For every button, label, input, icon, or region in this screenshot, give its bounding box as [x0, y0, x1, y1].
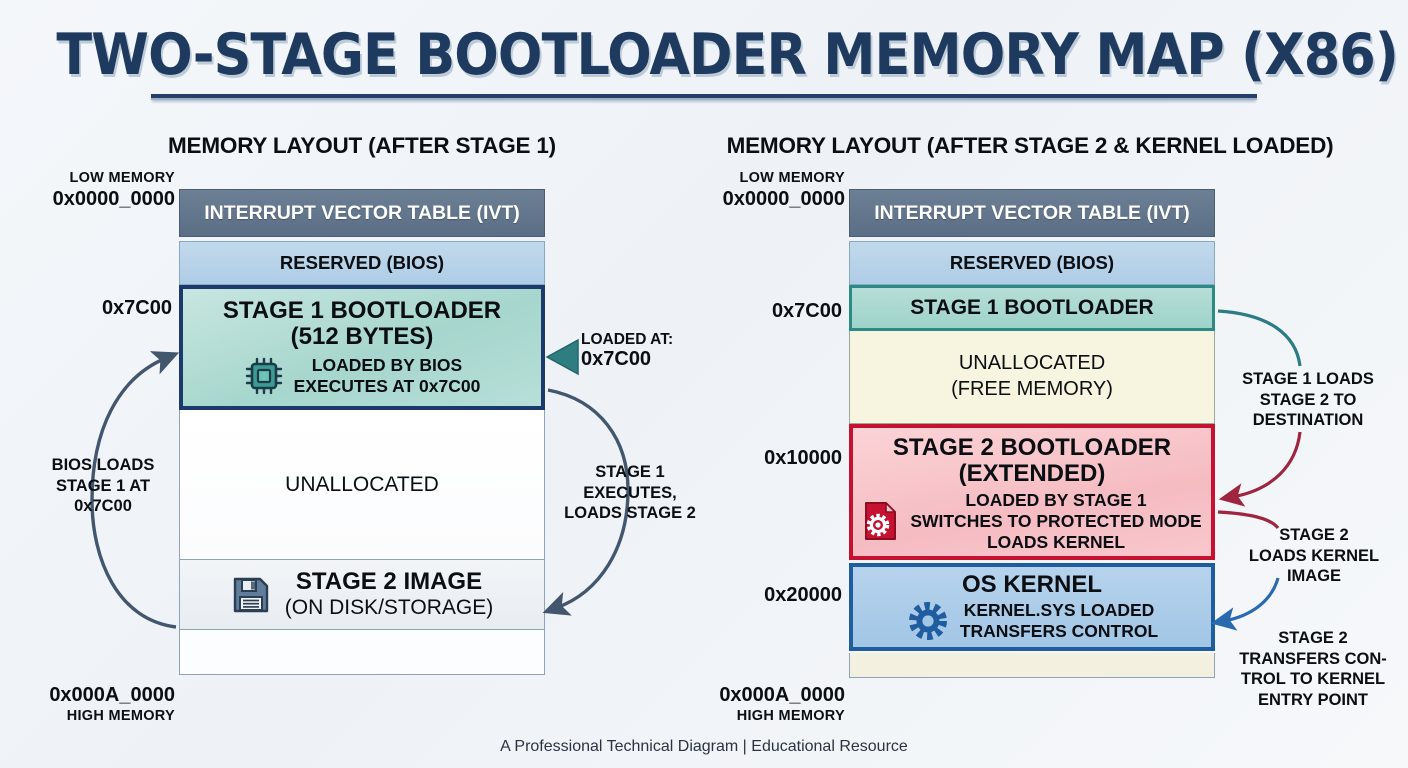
- left-memory-map: INTERRUPT VECTOR TABLE (IVT) RESERVED (B…: [179, 189, 545, 675]
- right-stage2-title: STAGE 2 BOOTLOADER: [892, 434, 1172, 461]
- right-block-kernel[interactable]: OS KERNEL KERNEL.SYS LOADED TRANSFERS CO…: [849, 563, 1215, 651]
- left-panel-heading: MEMORY LAYOUT (AFTER STAGE 1): [168, 133, 556, 158]
- left-stage1-detail-2: EXECUTES AT 0x7C00: [293, 375, 481, 396]
- left-stage1-address: 0x7C00: [101, 297, 172, 319]
- left-block-ivt-label: INTERRUPT VECTOR TABLE (IVT): [204, 201, 520, 224]
- left-stage2-image-subtitle: (ON DISK/STORAGE): [284, 595, 494, 619]
- right-block-ivt[interactable]: INTERRUPT VECTOR TABLE (IVT): [849, 189, 1215, 237]
- right-block-reserved-label: RESERVED (BIOS): [949, 252, 1115, 273]
- left-unallocated-label: UNALLOCATED: [285, 472, 439, 496]
- left-stage1-title: STAGE 1 BOOTLOADER: [222, 297, 502, 324]
- annotation-stage2-transfers-control: STAGE 2 TRANSFERS CON- TROL TO KERNEL EN…: [1239, 629, 1387, 709]
- right-block-stage1[interactable]: STAGE 1 BOOTLOADER: [849, 285, 1215, 331]
- right-block-unallocated[interactable]: UNALLOCATED (FREE MEMORY): [849, 331, 1215, 424]
- right-stage2-address: 0x10000: [764, 447, 842, 469]
- left-block-stage1[interactable]: STAGE 1 BOOTLOADER (512 BYTES) LOADED BY…: [179, 285, 545, 410]
- annotation-loaded-at-value: 0x7C00: [581, 348, 652, 370]
- right-stage2-detail-2: SWITCHES TO PROTECTED MODE: [910, 510, 1202, 531]
- left-block-tail: [179, 630, 545, 675]
- right-kernel-detail-1: KERNEL.SYS LOADED: [963, 600, 1155, 621]
- right-kernel-address: 0x20000: [764, 584, 842, 606]
- right-block-reserved[interactable]: RESERVED (BIOS): [849, 241, 1215, 285]
- left-low-memory-caption: LOW MEMORY: [69, 170, 175, 186]
- title-underline: [151, 93, 1257, 100]
- arrow-stage1-loads-stage2: [1217, 309, 1302, 367]
- left-block-reserved-label: RESERVED (BIOS): [279, 252, 445, 273]
- right-block-ivt-label: INTERRUPT VECTOR TABLE (IVT): [874, 201, 1190, 224]
- right-stage2-detail-3: LOADS KERNEL: [986, 531, 1126, 552]
- right-block-tail: [849, 653, 1215, 678]
- annotation-stage1-loads-stage2: STAGE 1 LOADS STAGE 2 TO DESTINATION: [1242, 370, 1374, 430]
- cpu-chip-icon: [244, 356, 284, 396]
- left-block-stage2-image[interactable]: STAGE 2 IMAGE (ON DISK/STORAGE): [179, 560, 545, 630]
- file-gear-icon: [862, 500, 900, 542]
- left-stage1-detail-1: LOADED BY BIOS: [311, 354, 463, 375]
- right-block-stage2[interactable]: STAGE 2 BOOTLOADER (EXTENDED) LOADED BY …: [849, 424, 1215, 560]
- right-stage2-detail-1: LOADED BY STAGE 1: [965, 489, 1147, 510]
- right-kernel-title: OS KERNEL: [961, 571, 1102, 598]
- left-low-memory-address: 0x0000_0000: [52, 188, 175, 210]
- left-stage2-image-title: STAGE 2 IMAGE: [295, 568, 483, 596]
- left-high-memory-address: 0x000A_0000: [49, 684, 175, 706]
- arrow-into-stage2: [1218, 431, 1302, 507]
- left-block-ivt[interactable]: INTERRUPT VECTOR TABLE (IVT): [179, 189, 545, 237]
- right-high-memory-caption: HIGH MEMORY: [736, 708, 845, 724]
- right-stage1-label: STAGE 1 BOOTLOADER: [910, 296, 1154, 319]
- gear-icon: [906, 599, 950, 643]
- right-high-memory-address: 0x000A_0000: [719, 684, 845, 706]
- page-title: TWO-STAGE BOOTLOADER MEMORY MAP (X86): [56, 22, 1398, 88]
- right-stage2-subtitle: (EXTENDED): [958, 460, 1106, 488]
- right-kernel-detail-2: TRANSFERS CONTROL: [959, 621, 1159, 642]
- floppy-disk-icon: [231, 575, 271, 615]
- annotation-loaded-at-label: LOADED AT:: [581, 331, 674, 348]
- right-unallocated-subtitle: (FREE MEMORY): [951, 378, 1113, 400]
- right-stage1-address: 0x7C00: [771, 300, 842, 322]
- loaded-at-marker-icon: [545, 338, 579, 376]
- annotation-stage1-executes: STAGE 1 EXECUTES, LOADS STAGE 2: [564, 463, 696, 523]
- left-block-reserved[interactable]: RESERVED (BIOS): [179, 241, 545, 285]
- annotation-bios-loads-stage1: BIOS LOADS STAGE 1 AT 0x7C00: [51, 456, 155, 516]
- title-block: TWO-STAGE BOOTLOADER MEMORY MAP (X86): [0, 22, 1408, 100]
- footer-caption: A Professional Technical Diagram | Educa…: [500, 738, 908, 755]
- right-unallocated-title: UNALLOCATED: [958, 352, 1106, 375]
- left-high-memory-caption: HIGH MEMORY: [66, 708, 175, 724]
- annotation-stage2-loads-kernel: STAGE 2 LOADS KERNEL IMAGE: [1248, 526, 1380, 586]
- right-memory-map: INTERRUPT VECTOR TABLE (IVT) RESERVED (B…: [849, 189, 1215, 678]
- right-low-memory-caption: LOW MEMORY: [739, 170, 845, 186]
- right-panel-heading: MEMORY LAYOUT (AFTER STAGE 2 & KERNEL LO…: [726, 133, 1334, 158]
- left-block-unallocated[interactable]: UNALLOCATED: [179, 410, 545, 560]
- left-stage1-subtitle: (512 BYTES): [290, 323, 434, 351]
- right-low-memory-address: 0x0000_0000: [722, 188, 845, 210]
